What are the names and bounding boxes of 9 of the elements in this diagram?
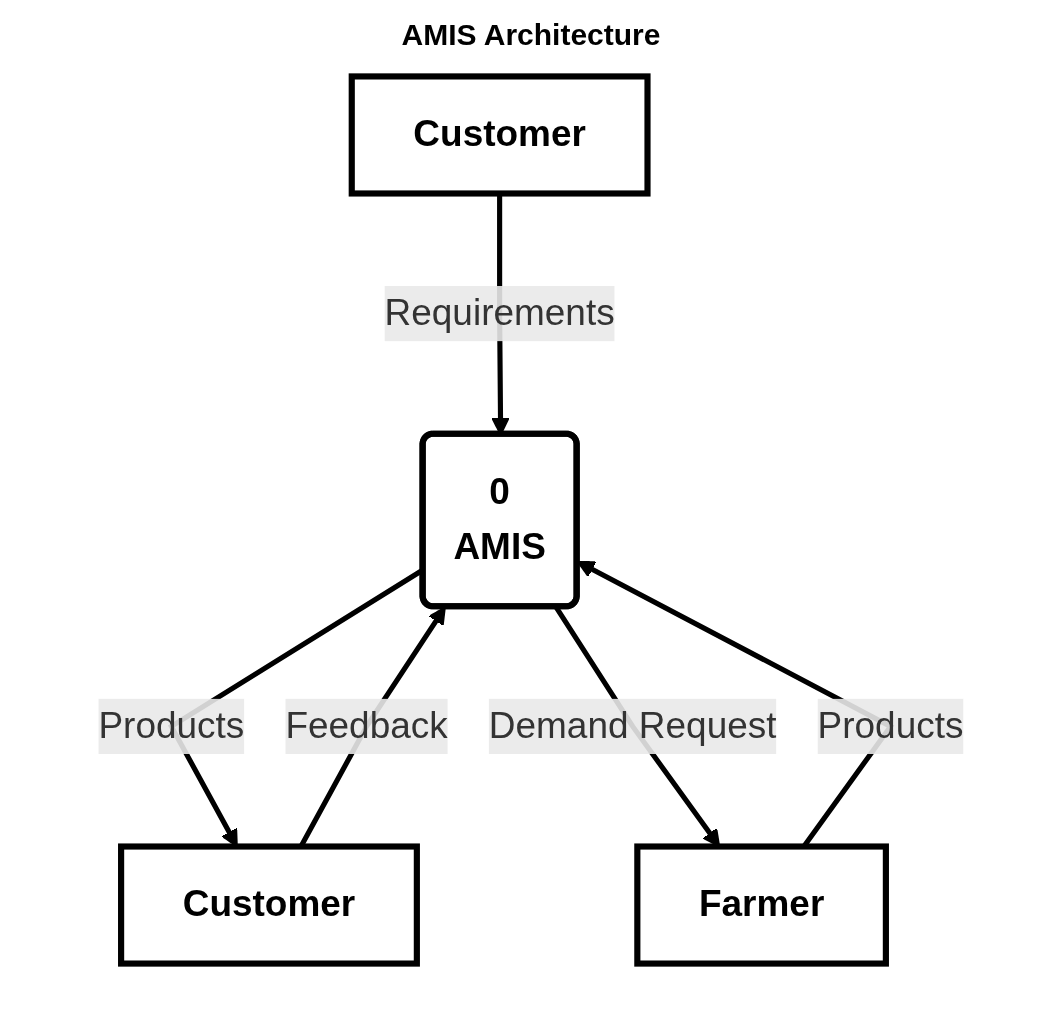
node-box: Customer	[118, 843, 420, 967]
edge-label: Products	[817, 704, 964, 746]
diagram-title: AMIS Architecture	[400, 18, 662, 52]
node-box: Customer	[348, 73, 651, 197]
edge-label: Products	[98, 704, 245, 746]
edge-label: Demand Request	[488, 704, 777, 746]
edge-label: Requirements	[384, 292, 615, 334]
edge-label: Feedback	[285, 704, 448, 746]
node-box: Farmer	[634, 843, 889, 967]
